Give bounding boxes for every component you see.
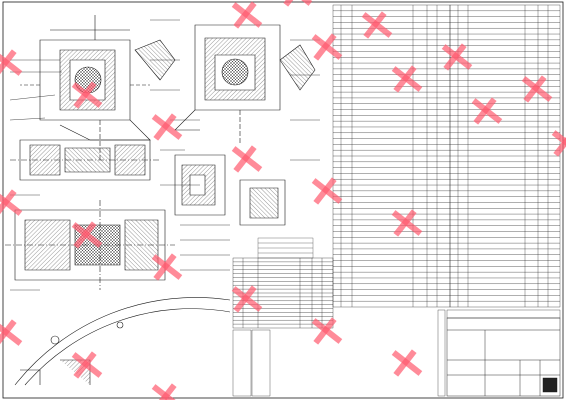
watermark-mark <box>393 65 417 93</box>
drawing-area <box>5 15 320 386</box>
watermark-mark <box>73 81 97 109</box>
watermark-mark <box>553 129 566 157</box>
watermark-mark <box>0 49 17 77</box>
watermark-mark <box>0 319 17 347</box>
watermark-mark <box>393 209 417 237</box>
watermark-mark <box>153 113 177 141</box>
parts-list-small-side <box>232 329 271 397</box>
watermark-mark <box>73 351 97 379</box>
parts-list-right <box>449 4 561 308</box>
watermark-mark <box>233 145 257 173</box>
watermark-mark <box>551 130 566 156</box>
watermark-mark <box>473 97 497 125</box>
watermark-mark <box>313 177 337 205</box>
watermark-mark <box>393 349 417 377</box>
revision-block <box>446 309 561 319</box>
watermark-mark <box>443 43 467 71</box>
watermark-mark <box>233 1 257 29</box>
watermark-mark <box>0 189 17 217</box>
notes-block <box>257 237 314 259</box>
section-view-1 <box>20 15 176 160</box>
section-view-3 <box>10 139 160 181</box>
watermark-mark <box>313 33 337 61</box>
watermark-mark <box>313 317 337 345</box>
watermark-mark <box>73 221 97 249</box>
company-logo <box>542 377 558 393</box>
section-view-2 <box>174 24 316 145</box>
vertical-stamp <box>437 309 446 397</box>
watermark-mark <box>233 285 257 313</box>
watermark-mark <box>153 253 177 281</box>
watermark-mark <box>363 11 387 39</box>
leader-lines <box>9 19 320 291</box>
watermark-mark <box>523 75 547 103</box>
watermark-mark <box>153 383 177 400</box>
parts-list-left <box>332 4 451 308</box>
